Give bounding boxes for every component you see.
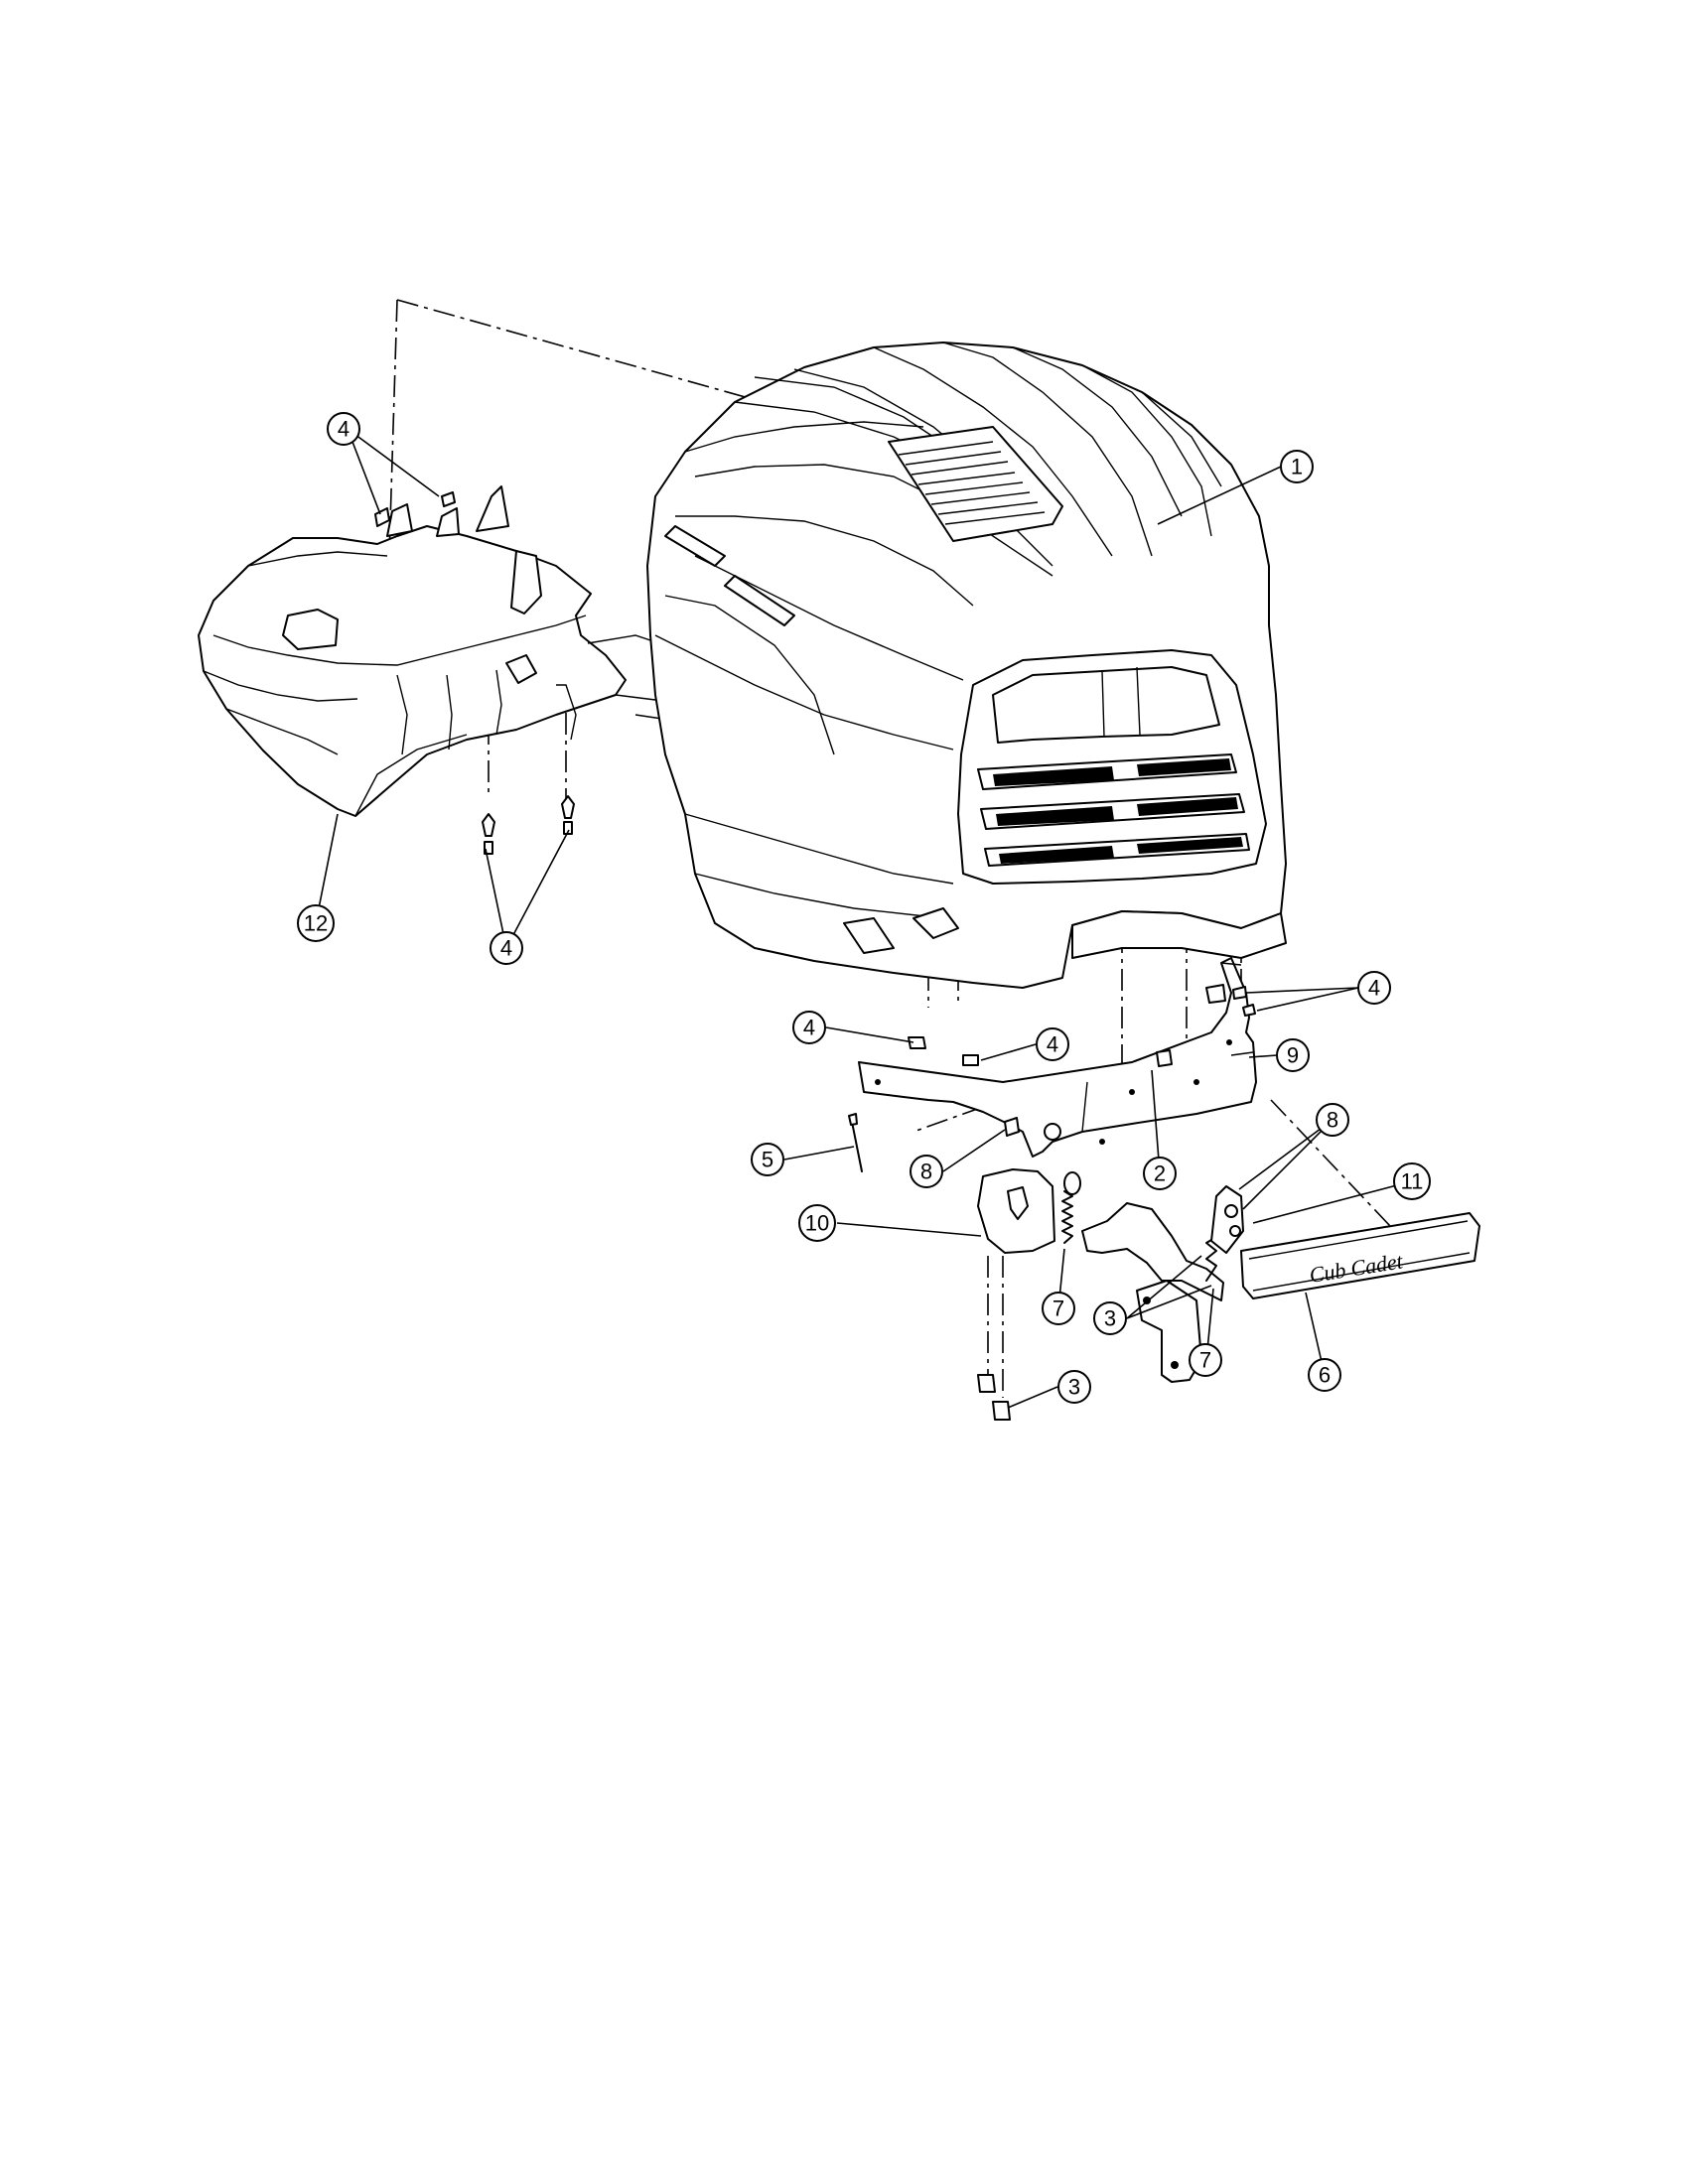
callout-12: 12	[297, 904, 335, 942]
callout-label: 5	[762, 1148, 773, 1172]
callout-label: 3	[1068, 1375, 1080, 1400]
hinge-arm	[1081, 1185, 1244, 1383]
callout-label: 8	[920, 1160, 932, 1184]
callout-7: 7	[1189, 1343, 1222, 1377]
callout-8: 8	[1316, 1103, 1349, 1137]
callout-2: 2	[1143, 1157, 1177, 1190]
callout-label: 12	[304, 911, 328, 936]
callout-label: 4	[1047, 1032, 1058, 1057]
bracket-part-9	[858, 957, 1257, 1158]
callout-9: 9	[1276, 1038, 1310, 1072]
pin-part-5	[848, 1113, 863, 1172]
callout-7: 7	[1042, 1292, 1075, 1325]
hood-vent-slats	[898, 441, 1046, 525]
callout-label: 2	[1154, 1161, 1166, 1186]
nameplate-part-6: Cub Cadet	[1240, 1212, 1480, 1299]
callout-3: 3	[1057, 1370, 1091, 1404]
callout-4: 4	[327, 412, 360, 446]
callout-label: 6	[1319, 1363, 1331, 1388]
callout-4: 4	[792, 1011, 826, 1044]
callout-4: 4	[1036, 1027, 1069, 1061]
callout-label: 8	[1327, 1108, 1338, 1133]
callout-label: 9	[1287, 1043, 1299, 1068]
callout-label: 4	[338, 417, 350, 442]
callout-11: 11	[1393, 1162, 1431, 1200]
callout-6: 6	[1308, 1358, 1341, 1392]
callout-10: 10	[798, 1204, 836, 1242]
hood-grille-slots	[977, 753, 1250, 867]
callout-label: 7	[1052, 1297, 1064, 1321]
callout-4: 4	[1357, 971, 1391, 1005]
dash-panel-part-12	[198, 485, 717, 837]
callout-4: 4	[490, 931, 523, 965]
callout-label: 4	[1368, 976, 1380, 1001]
hood-part-1	[646, 341, 1287, 989]
callout-9-leader	[1248, 1054, 1278, 1058]
callout-label: 11	[1401, 1169, 1424, 1194]
latch-bracket-part-10	[977, 1168, 1055, 1254]
callout-label: 4	[500, 936, 512, 961]
fasteners	[374, 491, 1256, 1421]
callout-label: 1	[1291, 455, 1303, 479]
callout-3: 3	[1093, 1301, 1127, 1335]
callout-8: 8	[910, 1155, 943, 1188]
callout-label: 3	[1104, 1306, 1116, 1331]
spring-part-7	[1061, 1171, 1081, 1244]
callout-leaders	[315, 428, 1413, 1409]
callout-label: 7	[1199, 1348, 1211, 1373]
callout-label: 4	[803, 1016, 815, 1040]
callout-1: 1	[1280, 450, 1314, 483]
callout-5: 5	[751, 1143, 784, 1176]
callout-label: 10	[805, 1211, 829, 1236]
